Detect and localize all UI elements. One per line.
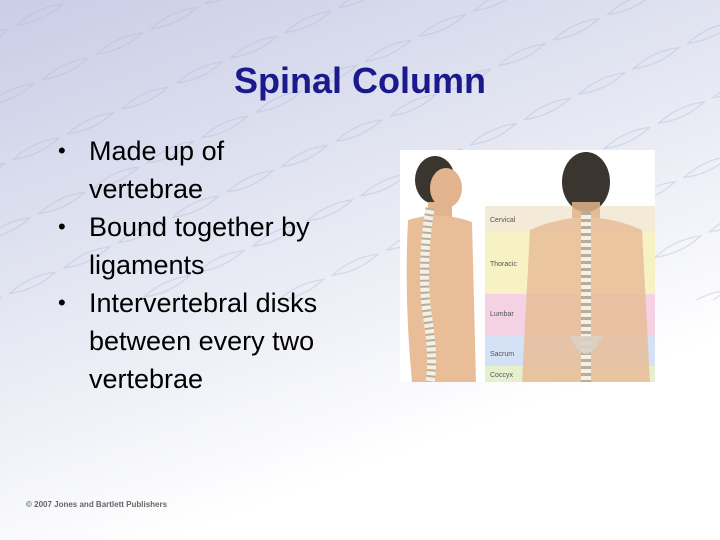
bullet-item: Made up of vertebrae xyxy=(58,132,388,208)
bullet-line: between every two xyxy=(89,326,315,356)
bullet-item: Intervertebral disks between every two v… xyxy=(58,284,388,398)
bullet-line: vertebrae xyxy=(89,174,204,204)
spine-figure-svg: Cervical Thoracic Lumbar Sacrum Coccyx xyxy=(406,152,655,383)
copyright-notice: © 2007 Jones and Bartlett Publishers xyxy=(26,500,168,509)
region-label-coccyx: Coccyx xyxy=(490,372,513,379)
bullet-list: Made up of vertebrae Bound together by l… xyxy=(58,132,388,398)
bullet-line: Intervertebral disks xyxy=(89,288,318,318)
back-view-figure xyxy=(522,152,650,382)
region-label-thoracic: Thoracic xyxy=(490,261,517,268)
region-label-sacrum: Sacrum xyxy=(490,351,514,358)
region-label-lumbar: Lumbar xyxy=(490,311,514,318)
side-view-figure xyxy=(406,156,476,383)
spine-illustration: Cervical Thoracic Lumbar Sacrum Coccyx xyxy=(400,150,655,383)
bullet-line: Bound together by xyxy=(89,212,310,242)
bullet-line: Made up of xyxy=(89,136,225,166)
slide-title: Spinal Column xyxy=(234,60,486,101)
bullet-line: ligaments xyxy=(89,250,205,280)
bullet-line: vertebrae xyxy=(89,364,204,394)
region-label-cervical: Cervical xyxy=(490,217,516,224)
bullet-item: Bound together by ligaments xyxy=(58,208,388,284)
